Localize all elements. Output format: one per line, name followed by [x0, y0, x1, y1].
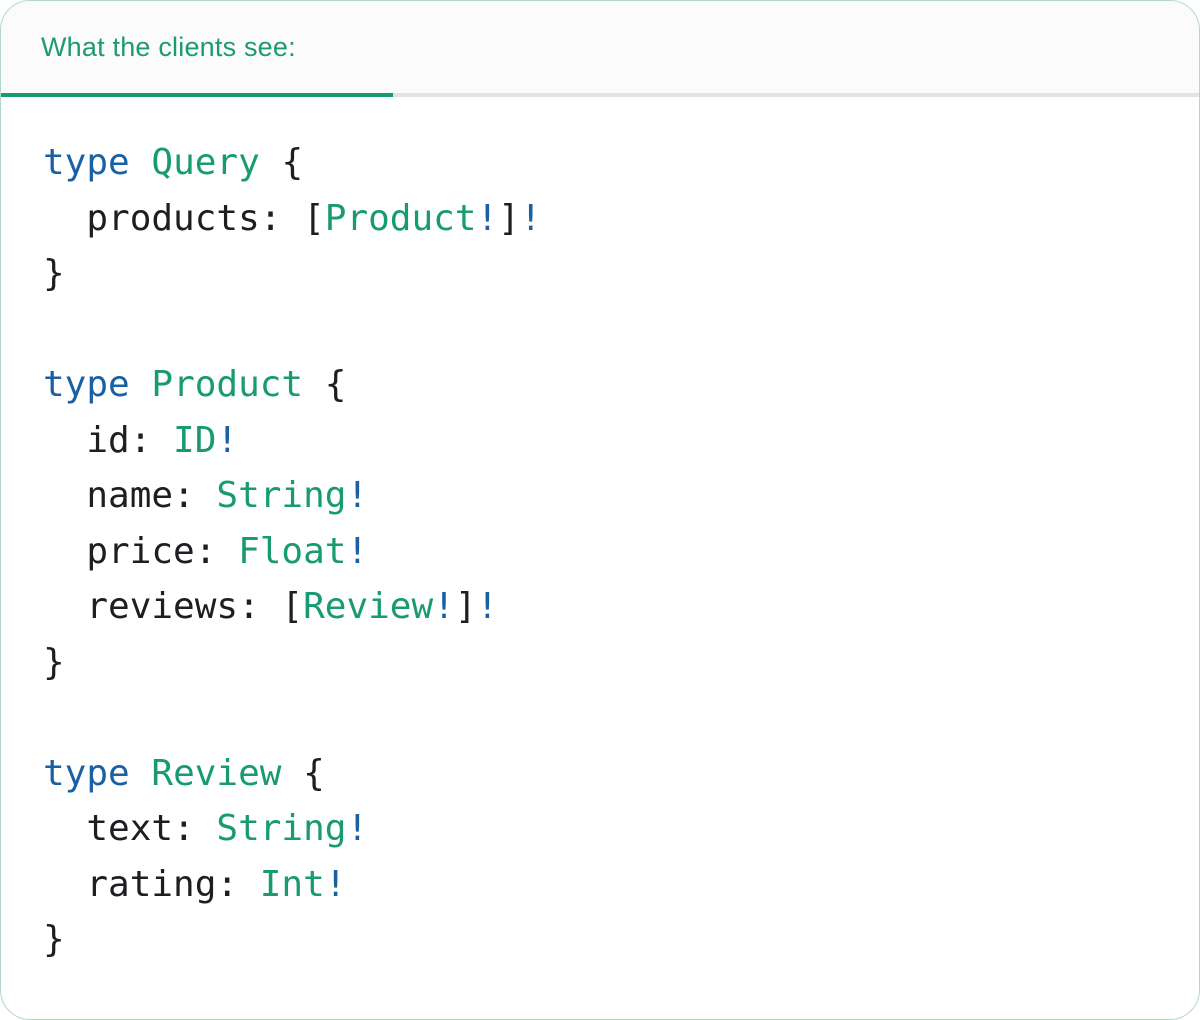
code-token-bang: ! [519, 197, 542, 239]
code-token-typename: Review [303, 586, 434, 627]
code-token-plain: text: [43, 808, 217, 849]
code-token-plain [130, 142, 152, 183]
code-token-plain: } [43, 919, 65, 960]
code-token-bang: ! [346, 530, 369, 572]
code-line: } [43, 912, 1169, 968]
code-line: products: [Product!]! [43, 191, 1169, 247]
code-line: rating: Int! [43, 857, 1169, 913]
code-token-plain [130, 753, 152, 794]
code-block: type Query { products: [Product!]!} type… [1, 97, 1199, 968]
code-line: type Query { [43, 135, 1169, 191]
code-token-plain: id: [43, 419, 174, 461]
code-token-typename: Product [324, 197, 477, 239]
code-token-keyword: type [43, 364, 130, 405]
code-line [43, 302, 1169, 358]
code-token-plain: products: [ [43, 197, 325, 239]
code-token-plain: ] [498, 197, 520, 239]
code-token-plain: reviews: [ [43, 586, 304, 627]
code-token-plain: ] [454, 586, 477, 627]
code-token-typename: Product [151, 364, 304, 405]
code-token-typename: Float [238, 530, 347, 572]
code-line: } [43, 635, 1169, 691]
code-line: name: String! [43, 468, 1169, 524]
code-token-typename: String [216, 475, 347, 516]
code-token-typename: Int [259, 863, 325, 905]
code-line: price: Float! [43, 524, 1169, 580]
code-token-plain: { [259, 142, 304, 183]
code-token-bang: ! [324, 863, 347, 905]
tab-what-clients-see[interactable]: What the clients see: [41, 31, 296, 62]
code-token-plain: { [281, 752, 325, 794]
code-token-bang: ! [433, 586, 455, 627]
code-token-typename: Query [151, 142, 260, 183]
code-token-keyword: type [43, 752, 130, 794]
code-token-bang: ! [346, 808, 369, 849]
code-line: text: String! [43, 801, 1169, 857]
code-line: type Review { [43, 746, 1169, 802]
code-token-plain: { [303, 364, 347, 405]
code-token-bang: ! [216, 419, 239, 461]
active-tab-underline [1, 93, 393, 97]
code-token-bang: ! [476, 197, 499, 239]
tab-bar: What the clients see: [1, 1, 1199, 97]
code-token-plain: rating: [43, 863, 260, 905]
code-token-bang: ! [346, 475, 369, 516]
code-line: reviews: [Review!]! [43, 579, 1169, 635]
code-line: id: ID! [43, 413, 1169, 469]
code-line: } [43, 246, 1169, 302]
code-token-plain [130, 364, 152, 405]
code-token-typename: String [216, 808, 347, 849]
code-token-plain: price: [43, 530, 239, 572]
code-token-plain: } [43, 253, 65, 294]
code-token-bang: ! [476, 586, 499, 627]
code-line: type Product { [43, 357, 1169, 413]
code-token-plain: name: [43, 475, 217, 516]
code-line [43, 690, 1169, 746]
code-token-typename: ID [173, 419, 217, 461]
code-token-typename: Review [151, 752, 282, 794]
code-token-keyword: type [43, 142, 130, 183]
code-token-plain: } [43, 641, 65, 683]
